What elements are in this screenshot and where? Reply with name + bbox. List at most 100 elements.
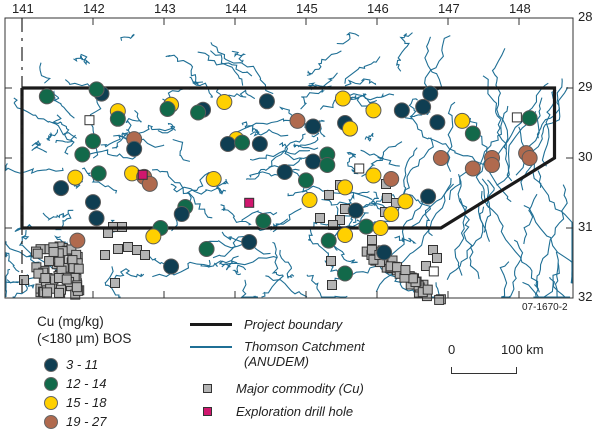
catchment-stream (216, 86, 256, 100)
legend-major-commodity: Major commodity (Cu) (174, 381, 364, 396)
lat-label: 30 (578, 149, 593, 164)
lon-label: 145 (296, 1, 318, 16)
catchment-stream (404, 117, 495, 171)
sample-point-3-11 (173, 206, 190, 222)
legend-title: Cu (mg/kg) (<180 µm) BOS (37, 313, 131, 347)
catchment-stream (51, 90, 75, 119)
sample-layer (38, 81, 538, 282)
lon-label: 144 (225, 1, 247, 16)
sample-point-15-18 (342, 120, 359, 137)
catchment-stream (483, 179, 495, 233)
catchment-stream (396, 32, 413, 72)
catchment-stream (393, 235, 417, 244)
sample-point-15-18 (301, 192, 318, 208)
catchment-stream (249, 133, 306, 178)
sample-point-12-14 (521, 110, 538, 127)
sample-point-3-11 (163, 258, 180, 275)
sample-point-3-11 (429, 114, 446, 131)
sample-point-15-18 (337, 227, 354, 243)
sample-point-3-11 (85, 194, 101, 211)
catchment-stream (522, 281, 567, 298)
commodity-marker (32, 248, 43, 259)
commodity-marker (71, 282, 82, 293)
catchment-stream (533, 262, 560, 298)
catchment-stream (364, 132, 374, 142)
sample-point-3-11 (88, 210, 105, 227)
sample-point-12-14 (320, 232, 337, 249)
sample-point-12-14 (358, 218, 375, 235)
commodity-marker (326, 256, 336, 266)
graticule-ticks (5, 17, 573, 299)
sample-point-15-18 (365, 102, 382, 119)
class-label: 3 - 11 (66, 357, 99, 372)
catchment-stream (86, 149, 136, 160)
catchment-stream (5, 268, 11, 297)
catchment-stream (73, 53, 91, 66)
catchment-stream (51, 114, 75, 155)
legend-catchment: Thomson Catchment(ANUDEM) (190, 339, 365, 369)
sample-point-15-18 (365, 167, 382, 184)
catchment-stream (454, 174, 466, 276)
sample-point-12-14 (38, 88, 55, 105)
catchment-stream (424, 36, 443, 94)
catchment-stream (537, 170, 573, 284)
commodity-marker (421, 261, 431, 271)
commodity-marker (100, 250, 110, 260)
catchment-stream (151, 169, 213, 219)
catchment-stream (360, 149, 400, 167)
sample-point-15-18 (372, 220, 389, 236)
commodity-marker (367, 235, 377, 245)
sample-point-15-18 (67, 169, 84, 186)
unsampled-site-marker (428, 266, 439, 277)
catchment-stream (261, 241, 284, 298)
sample-point-12-14 (159, 101, 176, 117)
catchment-stream (265, 275, 308, 298)
lon-label: 148 (509, 1, 531, 16)
catchment-stream (200, 260, 238, 268)
sample-point-3-11 (347, 202, 364, 219)
commodity-marker (54, 287, 65, 298)
catchment-stream (536, 78, 563, 139)
catchment-stream (446, 206, 485, 281)
catchment-stream (45, 129, 59, 141)
catchment-stream (212, 235, 245, 259)
sample-point-15-18 (337, 179, 354, 196)
legend-class-item: 19 - 27 (44, 414, 106, 429)
drill-hole-icon (203, 407, 212, 416)
catchment-stream (350, 92, 395, 101)
commodity-marker (315, 213, 325, 223)
sample-point-15-18 (216, 94, 233, 110)
catchment-stream (499, 261, 511, 298)
catchment-stream (523, 205, 573, 284)
catchment-stream (241, 121, 260, 137)
sample-point-19-27 (69, 232, 86, 249)
sample-point-3-11 (251, 136, 268, 152)
catchment-stream (39, 62, 52, 84)
sample-point-19-27 (464, 160, 481, 177)
catchment-stream (221, 255, 239, 271)
catchment-stream (344, 56, 381, 84)
commodity-marker (123, 242, 133, 252)
catchment-stream (13, 97, 77, 139)
catchment-stream (249, 128, 289, 137)
commodity-marker (400, 265, 411, 276)
commodity-marker (324, 190, 334, 200)
sample-point-15-18 (145, 228, 162, 245)
commodity-marker (140, 250, 150, 260)
sample-point-19-27 (383, 171, 400, 187)
catchment-stream (220, 204, 252, 226)
catchment-stream (520, 97, 543, 191)
commodity-marker (434, 294, 445, 305)
catchment-stream (344, 78, 377, 87)
catchment-stream (172, 138, 191, 162)
catchment-stream (210, 50, 244, 86)
catchment-stream (157, 122, 176, 134)
catchment-stream (125, 109, 142, 137)
sample-point-19-27 (484, 157, 501, 173)
catchment-stream (279, 249, 295, 279)
catchment-stream (100, 131, 129, 148)
catchment-stream (482, 75, 513, 182)
sample-point-3-11 (53, 180, 70, 197)
lon-label: 147 (438, 1, 460, 16)
